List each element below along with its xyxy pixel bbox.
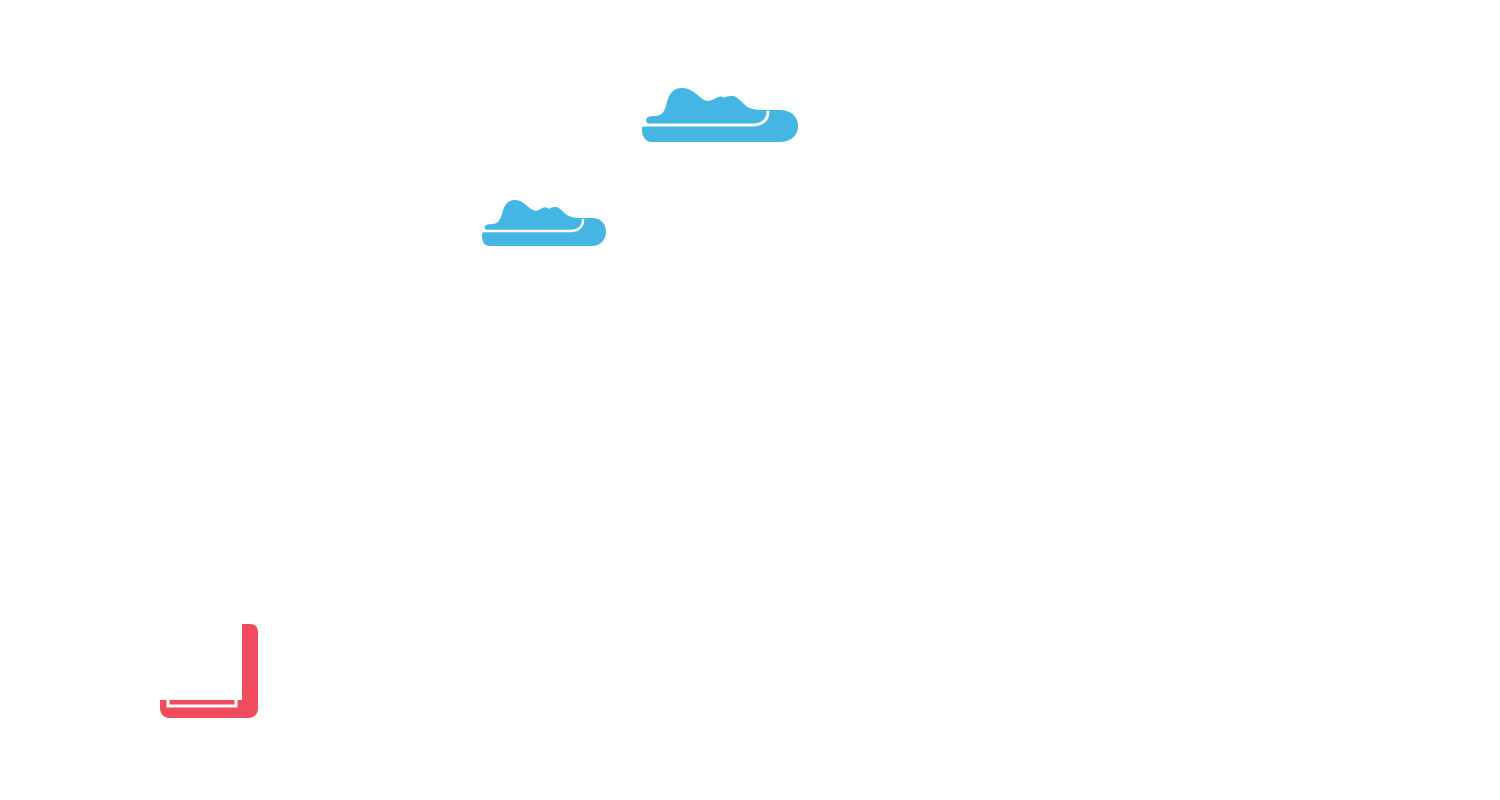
cloud-small-icon (480, 200, 606, 246)
cloud-large-icon (640, 88, 798, 142)
red-corner-block-icon (160, 624, 258, 718)
